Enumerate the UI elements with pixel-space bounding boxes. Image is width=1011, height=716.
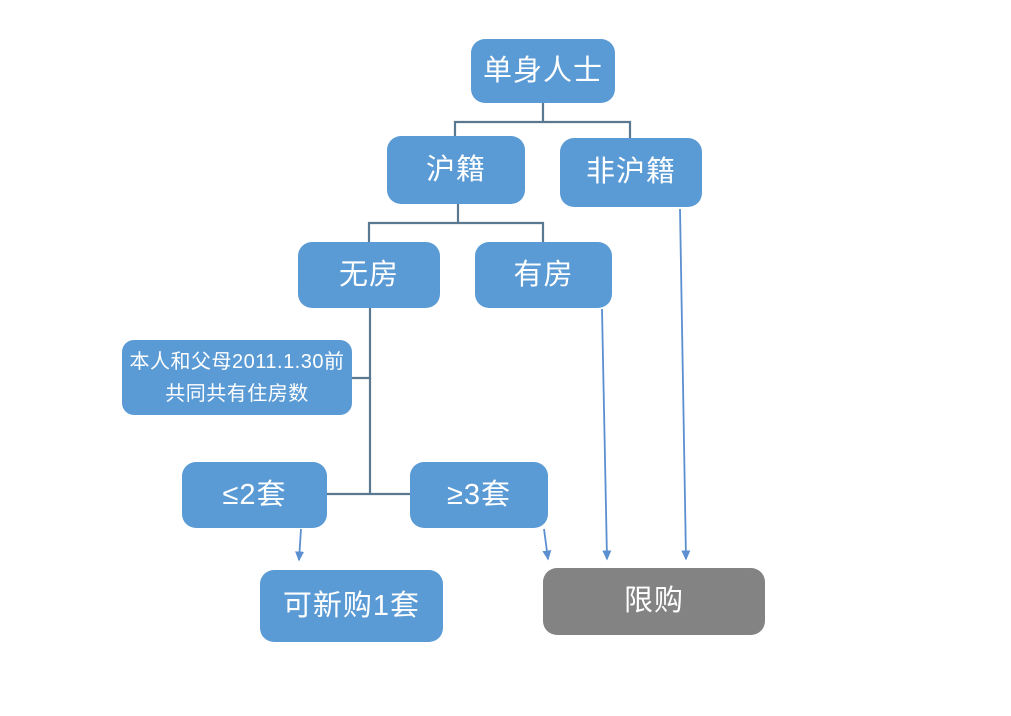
node-can-buy-1-unit-label: 可新购1套 — [282, 589, 421, 622]
node-has-house-label: 有房 — [513, 258, 574, 291]
node-purchase-restricted-label: 限购 — [623, 585, 684, 618]
node-can-buy-1-unit: 可新购1套 — [260, 570, 443, 642]
node-shanghai-registered: 沪籍 — [387, 136, 525, 204]
node-note-joint-ownership: 本人和父母2011.1.30前 共同共有住房数 — [122, 340, 352, 415]
node-ge-3-units-label: ≥3套 — [446, 478, 512, 511]
node-no-house: 无房 — [298, 242, 440, 308]
node-single-person: 单身人士 — [471, 39, 615, 103]
node-non-shanghai-registered-label: 非沪籍 — [585, 156, 676, 189]
note-line-1: 本人和父母2011.1.30前 — [129, 350, 345, 373]
node-single-person-label: 单身人士 — [482, 54, 603, 87]
edge-shregistered-to-children — [367, 202, 545, 245]
edge-nohouse-to-children — [326, 307, 411, 496]
edge-ge3-to-restricted — [542, 528, 552, 561]
node-non-shanghai-registered: 非沪籍 — [560, 138, 702, 207]
node-ge-3-units: ≥3套 — [410, 462, 548, 528]
edge-single-to-children — [453, 101, 632, 142]
node-le-2-units: ≤2套 — [182, 462, 327, 528]
node-has-house: 有房 — [475, 242, 612, 308]
node-purchase-restricted: 限购 — [543, 568, 765, 635]
edge-nonsh-to-restricted — [679, 208, 691, 561]
node-no-house-label: 无房 — [338, 258, 399, 291]
note-line-2: 共同共有住房数 — [165, 382, 309, 405]
edge-le2-to-canbuy — [295, 528, 305, 562]
edge-hashouse-to-restricted — [601, 308, 612, 561]
node-le-2-units-label: ≤2套 — [222, 478, 287, 511]
node-shanghai-registered-label: 沪籍 — [425, 153, 486, 186]
elbow-connectors — [326, 101, 632, 496]
arrow-connectors — [295, 208, 691, 562]
